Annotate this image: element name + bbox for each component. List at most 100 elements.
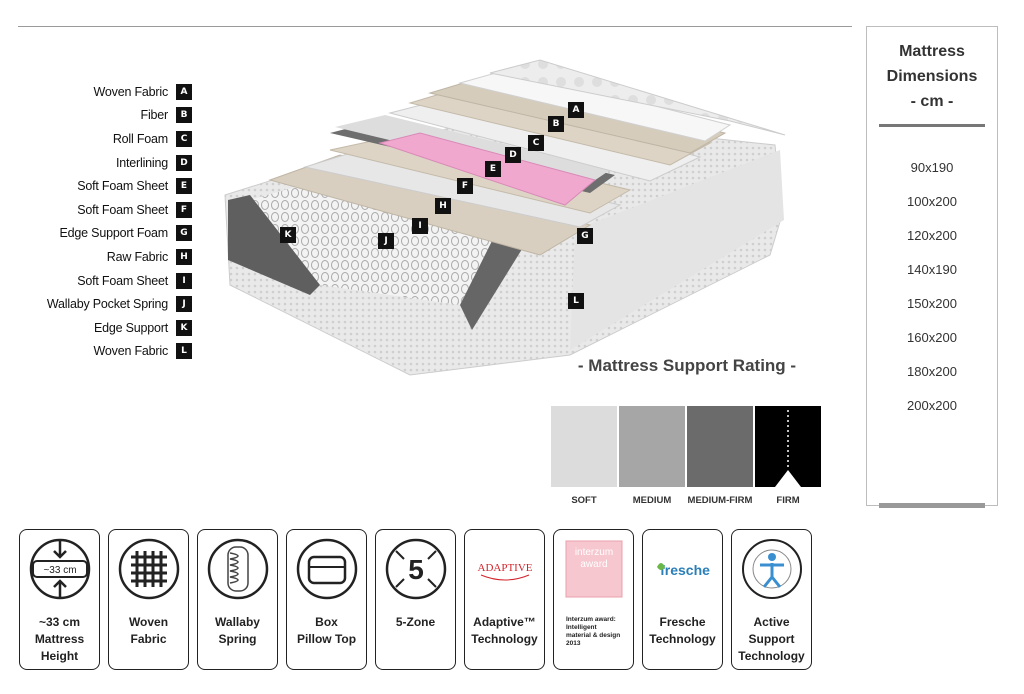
- feature-badge-five-zone: 5 5-Zone: [375, 529, 456, 670]
- feature-label: 5-Zone: [395, 615, 436, 629]
- spring-icon: [206, 537, 270, 601]
- feature-label: Interzum award: Intelligent material & d…: [566, 616, 621, 647]
- dimension-size: 100x200: [907, 194, 957, 209]
- legend-code-badge: J: [176, 296, 192, 313]
- svg-text:~33 cm: ~33 cm: [43, 565, 76, 576]
- legend-row: Wallaby Pocket Spring J: [20, 292, 192, 316]
- dimension-size: 200x200: [907, 398, 957, 413]
- interzum-award-icon: interzum award: [562, 537, 626, 601]
- layer-tag-g: G: [577, 228, 593, 244]
- layer-tag-e: E: [485, 161, 501, 177]
- mattress-dimensions-panel: Mattress Dimensions - cm - 90x190 100x200…: [866, 26, 998, 508]
- rating-level-soft: [551, 406, 617, 487]
- layer-tag-f: F: [457, 178, 473, 194]
- dimensions-bottom-bar: [879, 503, 985, 508]
- rating-level-medium: [619, 406, 685, 487]
- legend-row: Soft Foam Sheet I: [20, 269, 192, 293]
- layer-tag-c: C: [528, 135, 544, 151]
- dimension-size: 140x190: [907, 262, 957, 277]
- feature-label: Fresche Technology: [649, 615, 716, 646]
- feature-label: Adaptive™ Technology: [471, 615, 538, 646]
- layer-tag-j: J: [378, 233, 394, 249]
- top-divider: [18, 26, 852, 27]
- legend-row: Soft Foam Sheet E: [20, 174, 192, 198]
- legend-label: Woven Fabric: [93, 84, 169, 99]
- feature-badge-pillow-top: Box Pillow Top: [286, 529, 367, 670]
- dimensions-title-line1: Mattress: [899, 43, 965, 60]
- svg-text:5: 5: [408, 554, 424, 585]
- rating-level-medium-firm: [687, 406, 753, 487]
- support-rating-scale: [551, 406, 821, 487]
- active-support-icon: [740, 537, 804, 601]
- height-icon: ~33 cm: [28, 537, 92, 601]
- layer-tag-d: D: [505, 147, 521, 163]
- legend-code-badge: A: [176, 83, 192, 100]
- rating-selected-marker: [775, 410, 801, 487]
- pillow-top-icon: [295, 537, 359, 601]
- legend-label: Soft Foam Sheet: [77, 202, 168, 217]
- legend-row: Woven Fabric A: [20, 80, 192, 104]
- layer-tag-h: H: [435, 198, 451, 214]
- support-rating-title: - Mattress Support Rating -: [577, 356, 797, 375]
- feature-label: Box Pillow Top: [296, 615, 357, 646]
- legend-code-badge: I: [176, 272, 192, 289]
- dimensions-divider: [879, 124, 985, 127]
- legend-label: Edge Support Foam: [59, 226, 169, 241]
- mattress-cross-section-image: [224, 59, 786, 376]
- feature-label: Wallaby Spring: [215, 615, 260, 646]
- rating-level-label: MEDIUM: [632, 495, 672, 506]
- legend-code-badge: B: [176, 107, 192, 124]
- feature-badge-adaptive-logo: ADAPTIVE Adaptive™ Technology: [464, 529, 545, 670]
- layer-tag-i: I: [412, 218, 428, 234]
- feature-badge-fresche-logo: fresche Fresche Technology: [642, 529, 723, 670]
- dimension-size: 180x200: [907, 364, 957, 379]
- dimension-size: 120x200: [907, 228, 957, 243]
- rating-level-firm: [755, 406, 821, 487]
- dimensions-title-line2: Dimensions: [886, 68, 978, 85]
- legend-label: Fiber: [140, 108, 169, 123]
- legend-label: Soft Foam Sheet: [77, 179, 168, 194]
- dimensions-title: Mattress Dimensions - cm -: [867, 39, 997, 114]
- rating-level-label: SOFT: [571, 495, 597, 506]
- feature-label: ~33 cm Mattress Height: [34, 615, 85, 663]
- legend-label: Woven Fabric: [93, 344, 169, 359]
- legend-label: Interlining: [116, 155, 168, 170]
- legend-code-badge: G: [176, 225, 192, 242]
- legend-code-badge: C: [176, 130, 192, 147]
- feature-label: Woven Fabric: [128, 615, 169, 646]
- dimension-size: 90x190: [910, 160, 954, 175]
- legend-code-badge: K: [176, 319, 192, 336]
- legend-row: Edge Support K: [20, 316, 192, 340]
- rating-level-label: MEDIUM-FIRM: [687, 495, 753, 506]
- legend-code-badge: E: [176, 178, 192, 195]
- feature-badge-active-support: Active Support Technology: [731, 529, 812, 670]
- feature-label: Active Support Technology: [738, 615, 805, 663]
- legend-code-badge: D: [176, 154, 192, 171]
- dimensions-title-unit: - cm -: [910, 93, 954, 110]
- legend-code-badge: F: [176, 201, 192, 218]
- layer-tag-k: K: [280, 227, 296, 243]
- legend-code-badge: H: [176, 248, 192, 265]
- legend-row: Fiber B: [20, 104, 192, 128]
- legend-label: Wallaby Pocket Spring: [46, 297, 168, 312]
- feature-badge-spring: Wallaby Spring: [197, 529, 278, 670]
- woven-fabric-icon: [117, 537, 181, 601]
- legend-row: Interlining D: [20, 151, 192, 175]
- layer-tag-l: L: [568, 293, 584, 309]
- dimension-size: 160x200: [907, 330, 957, 345]
- legend-label: Edge Support: [93, 320, 168, 335]
- svg-text:award: award: [580, 559, 607, 570]
- adaptive-logo-icon: ADAPTIVE: [473, 537, 537, 601]
- feature-badge-woven-fabric: Woven Fabric: [108, 529, 189, 670]
- legend-label: Soft Foam Sheet: [77, 273, 168, 288]
- layer-tag-a: A: [568, 102, 584, 118]
- feature-badge-height: ~33 cm ~33 cm Mattress Height: [19, 529, 100, 670]
- layer-tag-b: B: [548, 116, 564, 132]
